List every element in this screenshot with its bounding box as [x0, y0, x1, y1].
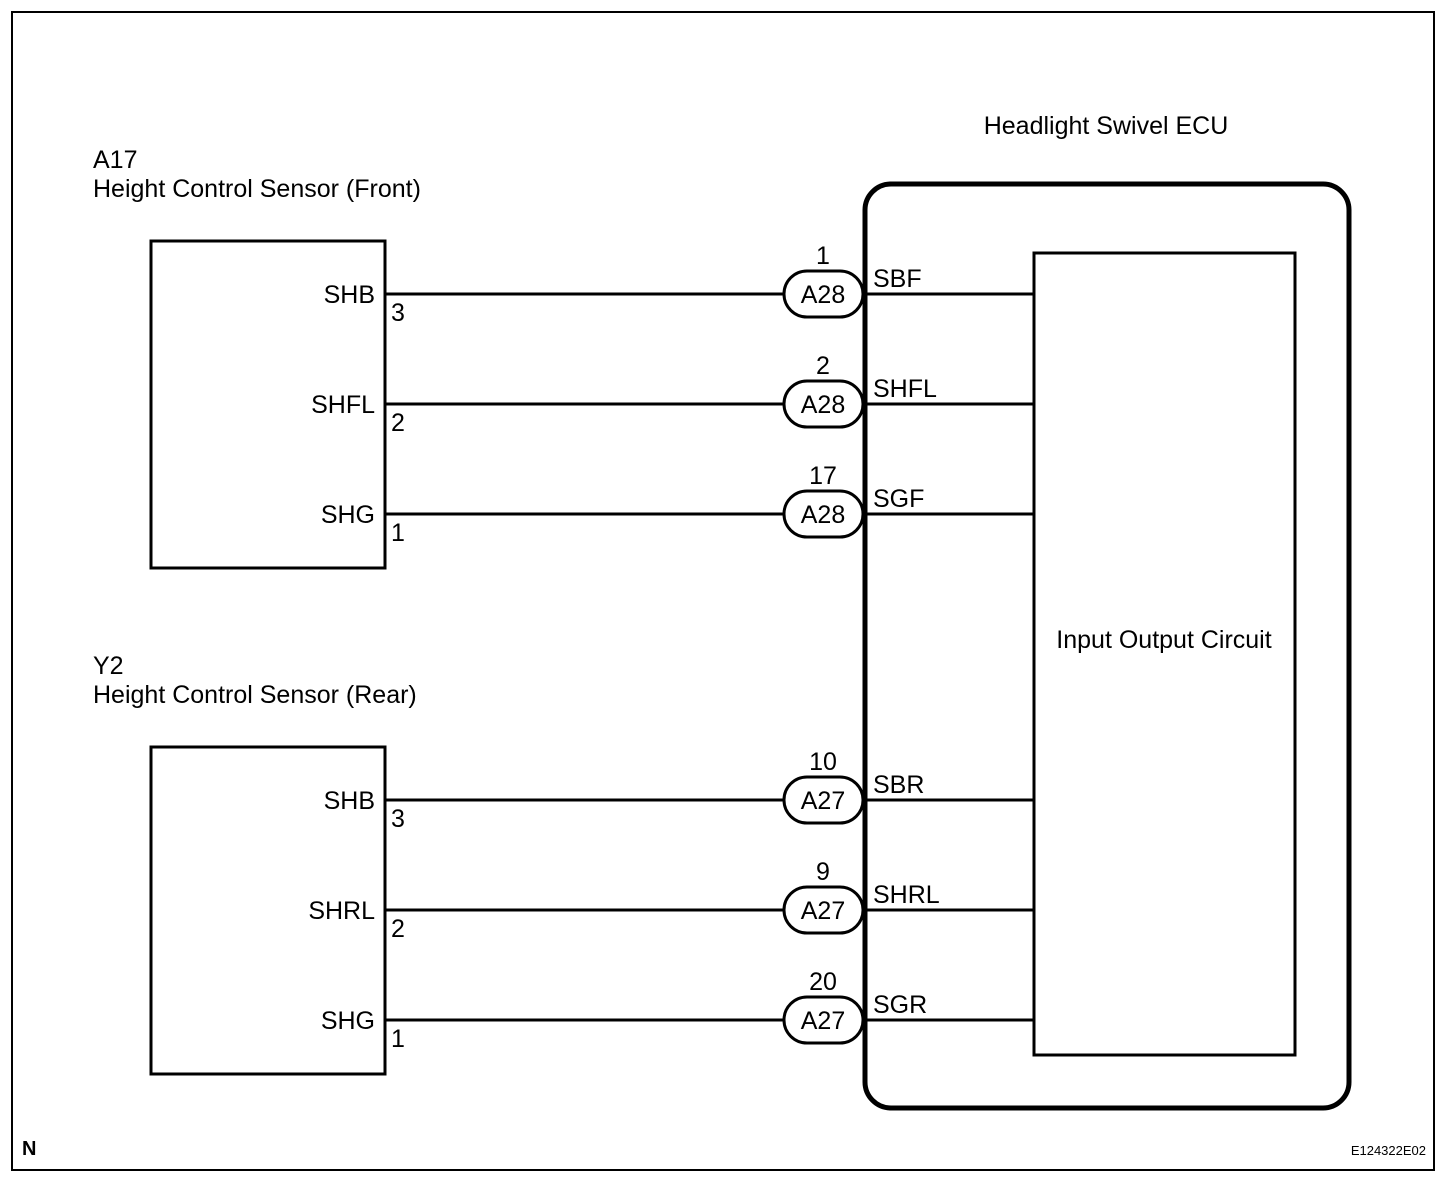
sensor-pin-number: 2: [391, 915, 405, 943]
sensor-pin-number: 1: [391, 519, 405, 547]
figure-id: E124322E02: [1351, 1143, 1426, 1158]
ecu-pin-number: 9: [816, 858, 830, 886]
ecu-pin-number: 20: [809, 968, 837, 996]
input-output-circuit-label: Input Output Circuit: [1056, 626, 1271, 654]
ecu-pin-name: SGF: [873, 485, 924, 513]
ecu-pin-name: SHFL: [873, 375, 937, 403]
footer-left-mark: N: [22, 1138, 36, 1160]
sensor-pin-name: SHG: [321, 501, 375, 529]
input-output-circuit-box: [1032, 251, 1297, 1057]
connector-pill: [782, 885, 865, 935]
sensor-pin-name: SHB: [324, 787, 375, 815]
connector-pill: [782, 775, 865, 825]
connector-label: A28: [801, 501, 845, 529]
sensor-pin-name: SHRL: [308, 897, 375, 925]
ecu-pin-number: 10: [809, 748, 837, 776]
rear-sensor-code: Y2: [93, 652, 124, 680]
connector-pill: [782, 379, 865, 429]
connector-label: A27: [801, 787, 845, 815]
connector-pill: [782, 995, 865, 1045]
sensor-pin-number: 3: [391, 299, 405, 327]
sensor-pin-name: SHFL: [311, 391, 375, 419]
connector-label: A27: [801, 897, 845, 925]
ecu-pin-name: SHRL: [873, 881, 940, 909]
front-sensor-name: Height Control Sensor (Front): [93, 175, 421, 203]
connector-label: A28: [801, 281, 845, 309]
front-sensor-code: A17: [93, 146, 137, 174]
connector-label: A27: [801, 1007, 845, 1035]
ecu-pin-number: 2: [816, 352, 830, 380]
ecu-pin-name: SGR: [873, 991, 927, 1019]
sensor-pin-number: 1: [391, 1025, 405, 1053]
diagram-frame: [11, 11, 1435, 1171]
ecu-title: Headlight Swivel ECU: [984, 112, 1229, 140]
connector-label: A28: [801, 391, 845, 419]
rear-sensor-name: Height Control Sensor (Rear): [93, 681, 417, 709]
ecu-pin-name: SBF: [873, 265, 922, 293]
sensor-pin-name: SHB: [324, 281, 375, 309]
ecu-box: [862, 181, 1352, 1111]
ecu-pin-name: SBR: [873, 771, 924, 799]
sensor-pin-number: 2: [391, 409, 405, 437]
ecu-pin-number: 17: [809, 462, 837, 490]
sensor-pin-name: SHG: [321, 1007, 375, 1035]
sensor-pin-number: 3: [391, 805, 405, 833]
connector-pill: [782, 269, 865, 319]
ecu-pin-number: 1: [816, 242, 830, 270]
connector-pill: [782, 489, 865, 539]
